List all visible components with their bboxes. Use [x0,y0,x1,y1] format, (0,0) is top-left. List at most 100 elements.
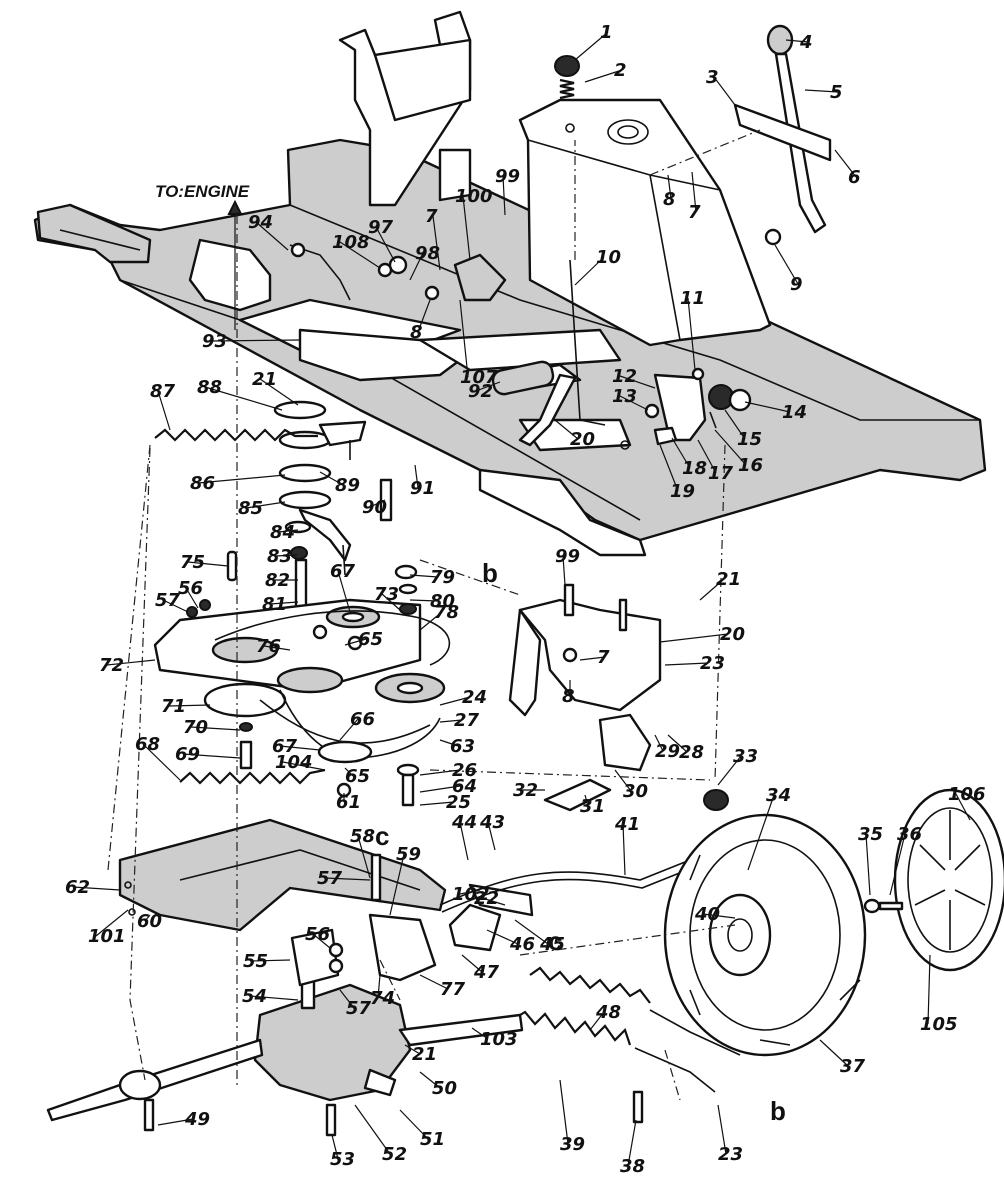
callout-c63: 63 [450,736,475,757]
leader-line-c38 [627,1119,637,1167]
ref-letter-b-lower: b [770,1096,786,1126]
callout-c17: 17 [708,463,734,484]
leader-line-c23b [717,1104,727,1155]
leader-line-c23a [664,662,709,666]
leader-line-c18 [671,437,691,469]
callout-c13: 13 [612,386,637,407]
callout-c52: 52 [382,1144,407,1165]
callout-c85: 85 [238,498,263,519]
leader-line-c6 [834,149,857,178]
leader-line-c104 [282,761,326,771]
leader-line-c70 [190,726,241,731]
callout-c103: 103 [480,1029,518,1050]
callout-c77: 77 [440,979,466,1000]
leader-line-c64 [419,785,461,793]
callout-c99b: 99 [555,546,580,567]
callout-c104: 104 [275,752,313,773]
callout-c15: 15 [737,429,762,450]
rear-wheel [663,789,867,1057]
leader-line-c91 [414,464,419,489]
leader-line-c28 [667,734,688,753]
callout-c56a: 56 [178,578,203,599]
foot-pedal [36,203,152,264]
callout-c12: 12 [612,366,637,387]
leader-line-c22 [481,897,506,906]
callout-c54: 54 [242,986,267,1007]
leader-line-c48 [589,1011,605,1031]
callout-c41: 41 [614,814,640,835]
callout-c19: 19 [670,481,695,502]
to-engine-label: TO:ENGINE [155,182,250,201]
callout-c108: 108 [332,232,370,253]
callout-c61: 61 [336,792,361,813]
callout-c45: 45 [539,934,565,955]
callout-c102: 102 [452,884,490,905]
callout-c46: 46 [509,934,535,955]
callout-c32: 32 [513,780,538,801]
leader-line-c77 [419,974,449,990]
leader-line-c25 [419,801,455,806]
leader-line-c83 [274,554,298,557]
callout-c20b: 20 [720,624,745,645]
callout-c57b: 57 [317,868,343,889]
callout-c100: 100 [455,186,493,207]
leader-line-c9 [774,244,799,285]
callout-c74: 74 [370,988,395,1009]
callout-c8c: 8 [562,686,575,707]
callout-c16: 16 [738,455,763,476]
callout-c30: 30 [623,781,648,802]
leader-line-c26 [419,769,461,776]
callout-c21a: 21 [252,369,277,390]
callout-c68: 68 [135,734,160,755]
leader-line-c27 [439,719,463,723]
callout-c21b: 21 [716,569,741,590]
callout-c8a: 8 [663,189,676,210]
callout-c33: 33 [733,746,758,767]
callout-c7c: 7 [597,647,610,668]
transmission-mount [118,818,447,932]
assembly-lines [107,129,761,1101]
leader-line-c100 [462,195,471,261]
idler-pulley-stack [226,400,393,612]
callout-c1: 1 [600,22,613,43]
callout-c94: 94 [248,212,273,233]
leader-line-c2 [584,69,623,83]
callout-c86: 86 [190,473,215,494]
ref-letter-b-upper: b [482,558,498,588]
leader-line-c99b [562,555,566,586]
callout-c73: 73 [374,584,399,605]
shift-lever [491,360,582,447]
callout-c8b: 8 [410,322,423,343]
choke-knob [554,55,580,100]
leader-line-c56b [312,933,331,949]
leader-line-c11 [687,297,696,371]
callout-c11: 11 [680,288,705,309]
leader-line-c56a [185,587,199,609]
callout-c90: 90 [362,497,387,518]
frame-plate [33,138,987,557]
callout-c82: 82 [265,570,290,591]
callout-c56b: 56 [305,924,330,945]
leader-line-c106 [955,793,971,821]
callout-c62: 62 [65,877,90,898]
leader-line-c102 [459,889,481,895]
leader-line-c60 [144,914,151,922]
leader-line-c1 [574,31,609,61]
callout-c29: 29 [655,741,680,762]
callout-c106: 106 [948,784,986,805]
callout-c67b: 67 [272,736,298,757]
callout-c59: 59 [396,844,421,865]
leader-line-c94 [255,221,289,251]
brake-bracket [508,583,662,812]
callout-c23b: 23 [718,1144,743,1165]
hub-cap [863,788,1004,972]
callout-c97: 97 [368,217,394,238]
leader-line-c41 [622,823,626,876]
leader-line-c20a [554,419,579,440]
callout-c92: 92 [468,381,493,402]
callout-c80: 80 [430,591,455,612]
leader-line-c31 [584,794,589,807]
callout-c87: 87 [150,381,176,402]
leader-line-c72 [106,659,156,666]
